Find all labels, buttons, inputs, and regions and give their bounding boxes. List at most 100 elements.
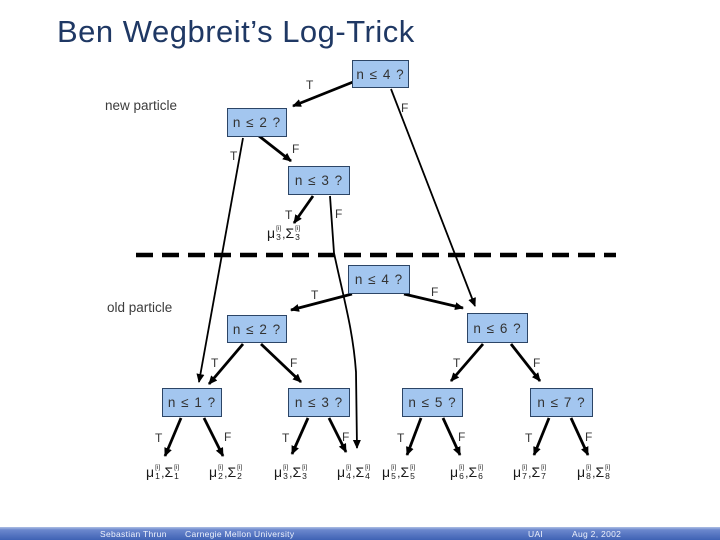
superscript-i: [i] <box>478 464 484 471</box>
edge-n5-false <box>441 417 462 456</box>
sigma-symbol: Σ <box>400 463 410 480</box>
subscript-index: 8 <box>605 470 610 481</box>
superscript-i: [i] <box>346 464 352 471</box>
footer-date: Aug 2, 2002 <box>572 529 622 539</box>
sigma-symbol: Σ <box>355 463 365 480</box>
branch-label-n3b-f: F <box>342 430 350 444</box>
superscript-i: [i] <box>586 464 592 471</box>
edge-n5-true <box>405 417 423 456</box>
branch-label-n7-t: T <box>525 431 533 445</box>
subscript-index: 5 <box>391 470 396 481</box>
edge-n3b-false <box>327 417 348 453</box>
superscript-i: [i] <box>391 464 397 471</box>
mu-symbol: μ <box>513 463 522 480</box>
superscript-i: [i] <box>365 464 371 471</box>
branch-label-n6-f: F <box>533 356 541 370</box>
leaf-mu1-sigma1: μ[i]1,Σ[i]1 <box>146 464 180 479</box>
page-title: Ben Wegbreit’s Log-Trick <box>57 14 415 49</box>
subscript-index: 3 <box>276 231 281 242</box>
comma: , <box>397 466 401 480</box>
subscript-index: 2 <box>218 470 223 481</box>
edge-n1-true <box>163 417 183 457</box>
subscript-index: 1 <box>155 470 160 481</box>
branch-label-bottom-root-t: T <box>311 288 319 302</box>
leaf-mu3-sigma3: μ[i]3,Σ[i]3 <box>274 464 308 479</box>
subscript-index: 6 <box>478 470 483 481</box>
leaf-mu8-sigma8: μ[i]8,Σ[i]8 <box>577 464 611 479</box>
superscript-i: [i] <box>155 464 161 471</box>
node-label: n ≤ 5 ? <box>408 395 457 410</box>
node-top-n-le-4: n ≤ 4 ? <box>352 60 409 88</box>
label-old-particle: old particle <box>107 300 173 315</box>
superscript-i: [i] <box>276 225 282 232</box>
node-label: n ≤ 1 ? <box>167 395 217 410</box>
comma: , <box>289 466 293 480</box>
edge-bottom-root-false <box>403 292 464 311</box>
edge-top-n3-true <box>292 195 315 224</box>
node-label: n ≤ 3 ? <box>294 395 344 410</box>
comma: , <box>352 466 356 480</box>
edge-top-n2-true-long <box>196 137 244 383</box>
edge-bottom-n2-false <box>260 342 302 384</box>
branch-label-bottom-n2-f: F <box>290 356 298 370</box>
leaf-mu6-sigma6: μ[i]6,Σ[i]6 <box>450 464 484 479</box>
leaf-mu4-sigma4: μ[i]4,Σ[i]4 <box>337 464 371 479</box>
subscript-index: 7 <box>522 470 527 481</box>
mu-symbol: μ <box>450 463 459 480</box>
superscript-i: [i] <box>295 225 301 232</box>
branch-label-bottom-root-f: F <box>431 285 439 299</box>
sigma-symbol: Σ <box>468 463 478 480</box>
sigma-symbol: Σ <box>595 463 605 480</box>
subscript-index: 1 <box>174 470 179 481</box>
leaf-mu2-sigma2: μ[i]2,Σ[i]2 <box>209 464 243 479</box>
branch-label-n6-t: T <box>453 356 461 370</box>
node-bottom-n-le-2: n ≤ 2 ? <box>227 315 287 343</box>
branch-label-top-n3-t: T <box>285 208 293 222</box>
branch-label-n5-f: F <box>458 430 466 444</box>
label-new-particle: new particle <box>105 98 178 113</box>
subscript-index: 3 <box>283 470 288 481</box>
node-label: n ≤ 4 ? <box>356 66 405 82</box>
superscript-i: [i] <box>459 464 465 471</box>
mu-symbol: μ <box>577 463 586 480</box>
sigma-symbol: Σ <box>285 224 295 241</box>
leaf-mu7-sigma7: μ[i]7,Σ[i]7 <box>513 464 547 479</box>
branch-label-n5-t: T <box>397 431 405 445</box>
edge-n6-false <box>509 343 542 382</box>
comma: , <box>224 466 228 480</box>
subscript-index: 7 <box>541 470 546 481</box>
edge-top-n2-false <box>258 134 292 163</box>
subscript-index: 8 <box>586 470 591 481</box>
mu-symbol: μ <box>209 463 218 480</box>
mu-symbol: μ <box>267 224 276 241</box>
branch-label-bottom-n2-t: T <box>211 356 219 370</box>
node-bottom-n-le-4: n ≤ 4 ? <box>348 265 410 294</box>
superscript-i: [i] <box>541 464 547 471</box>
subscript-index: 3 <box>295 231 300 242</box>
branch-label-top-root-f: F <box>401 101 409 115</box>
sigma-symbol: Σ <box>531 463 541 480</box>
sigma-symbol: Σ <box>292 463 302 480</box>
mu-symbol: μ <box>146 463 155 480</box>
comma: , <box>282 227 286 241</box>
branch-label-top-n2-f: F <box>292 142 300 156</box>
subscript-index: 4 <box>365 470 370 481</box>
superscript-i: [i] <box>174 464 180 471</box>
edge-n3b-true <box>290 417 310 455</box>
node-n-le-5: n ≤ 5 ? <box>402 388 463 417</box>
branch-label-top-root-t: T <box>306 78 314 92</box>
edge-n7-true <box>532 417 551 456</box>
branch-label-n7-f: F <box>585 430 593 444</box>
branch-label-n1-t: T <box>155 431 163 445</box>
edge-n1-false <box>202 417 225 457</box>
node-bottom-n-le-3: n ≤ 3 ? <box>288 388 350 417</box>
mu-symbol: μ <box>382 463 391 480</box>
node-n-le-7: n ≤ 7 ? <box>530 388 593 417</box>
superscript-i: [i] <box>283 464 289 471</box>
branch-label-top-n3-f: F <box>335 207 343 221</box>
superscript-i: [i] <box>237 464 243 471</box>
node-label: n ≤ 3 ? <box>294 173 344 188</box>
mu-symbol: μ <box>337 463 346 480</box>
node-label: n ≤ 6 ? <box>473 320 522 336</box>
